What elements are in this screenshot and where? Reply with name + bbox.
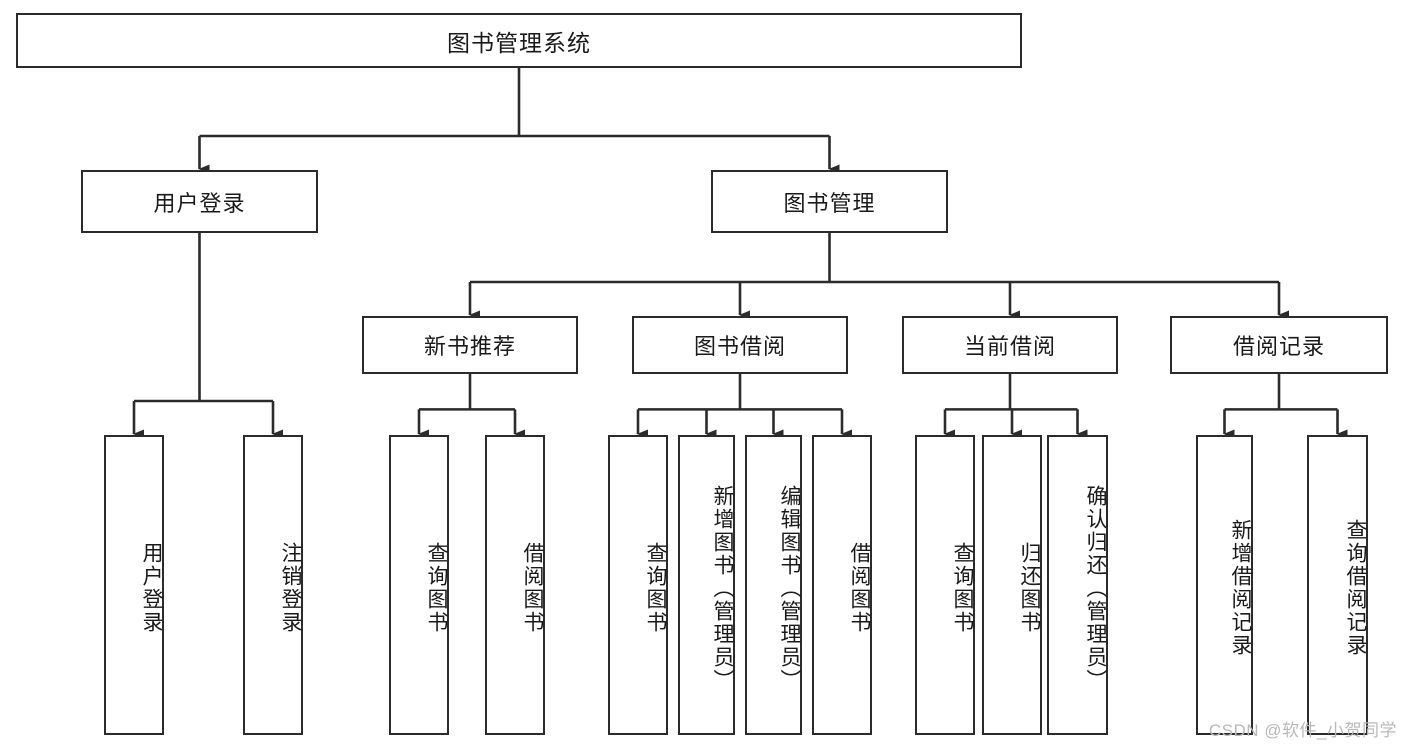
node-label: 用户登录 bbox=[153, 190, 246, 216]
node-leaf-cb-return-book[interactable]: 归还图书 bbox=[982, 435, 1042, 735]
node-leaf-bb-add-book[interactable]: 新增图书（管理员） bbox=[678, 435, 735, 735]
node-label: 确认归还（管理员） bbox=[1084, 484, 1107, 692]
node-label: 新书推荐 bbox=[423, 334, 516, 359]
node-leaf-user-login[interactable]: 用户登录 bbox=[104, 435, 164, 735]
node-leaf-cb-query-book[interactable]: 查询图书 bbox=[915, 435, 975, 735]
node-l3-current-borrow[interactable]: 当前借阅 bbox=[902, 316, 1118, 374]
node-label: 图书管理系统 bbox=[447, 29, 591, 56]
node-leaf-rec-borrow-book[interactable]: 借阅图书 bbox=[485, 435, 545, 735]
node-label: 编辑图书（管理员） bbox=[778, 484, 801, 692]
node-leaf-bb-borrow-book[interactable]: 借阅图书 bbox=[812, 435, 872, 735]
node-label: 当前借阅 bbox=[963, 334, 1056, 359]
node-label: 查询图书 bbox=[425, 542, 448, 634]
node-leaf-user-logout[interactable]: 注销登录 bbox=[243, 435, 303, 735]
node-label: 新增借阅记录 bbox=[1229, 519, 1252, 657]
node-label: 借阅记录 bbox=[1232, 334, 1325, 359]
node-label: 借阅图书 bbox=[521, 542, 544, 634]
node-label: 查询借阅记录 bbox=[1344, 519, 1367, 657]
node-leaf-bb-query-book[interactable]: 查询图书 bbox=[608, 435, 668, 735]
node-label: 查询图书 bbox=[644, 542, 667, 634]
node-label: 新增图书（管理员） bbox=[711, 484, 734, 692]
node-label: 查询图书 bbox=[951, 542, 974, 634]
node-leaf-rec-query-book[interactable]: 查询图书 bbox=[389, 435, 449, 735]
node-leaf-br-query-record[interactable]: 查询借阅记录 bbox=[1307, 435, 1368, 735]
node-leaf-br-add-record[interactable]: 新增借阅记录 bbox=[1196, 435, 1253, 735]
node-label: 归还图书 bbox=[1018, 542, 1041, 634]
node-leaf-bb-edit-book[interactable]: 编辑图书（管理员） bbox=[745, 435, 802, 735]
node-l2-book-manage[interactable]: 图书管理 bbox=[711, 170, 948, 233]
node-l2-user-login[interactable]: 用户登录 bbox=[81, 170, 318, 233]
node-l3-new-book-rec[interactable]: 新书推荐 bbox=[362, 316, 578, 374]
node-l3-borrow-record[interactable]: 借阅记录 bbox=[1170, 316, 1388, 374]
node-label: 注销登录 bbox=[279, 542, 302, 634]
node-label: 图书借阅 bbox=[693, 334, 786, 359]
node-label: 用户登录 bbox=[140, 542, 163, 634]
node-label: 借阅图书 bbox=[848, 542, 871, 634]
node-leaf-cb-confirm-return[interactable]: 确认归还（管理员） bbox=[1047, 435, 1108, 735]
node-root[interactable]: 图书管理系统 bbox=[16, 13, 1022, 68]
node-label: 图书管理 bbox=[783, 190, 876, 216]
watermark-text: CSDN @软件_小贺同学 bbox=[1208, 721, 1397, 740]
node-l3-book-borrow[interactable]: 图书借阅 bbox=[632, 316, 848, 374]
